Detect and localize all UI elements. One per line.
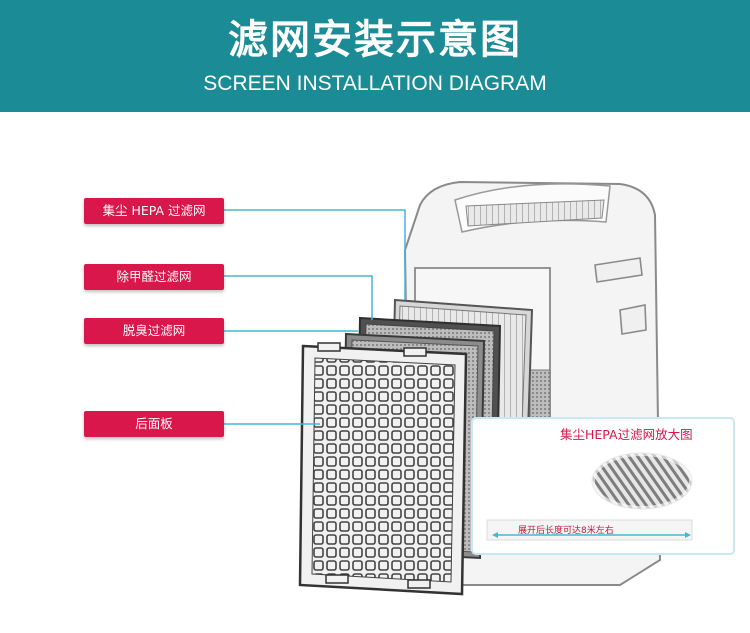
leader-lines <box>224 209 406 425</box>
label-formaldehyde-filter: 除甲醛过滤网 <box>84 264 224 290</box>
zoom-callout <box>471 417 735 555</box>
installation-diagram <box>224 180 735 596</box>
leader-line-hepa <box>224 209 406 300</box>
header-banner: 滤网安装示意图 SCREEN INSTALLATION DIAGRAM <box>0 0 750 112</box>
zoom-title: 集尘HEPA过滤网放大图 <box>560 427 693 442</box>
page-subtitle: SCREEN INSTALLATION DIAGRAM <box>203 72 547 95</box>
page-title: 滤网安装示意图 <box>228 17 522 63</box>
label-deodorizing-filter: 脱臭过滤网 <box>84 318 224 344</box>
leader-line-formaldehyde <box>224 275 373 320</box>
label-hepa-filter: 集尘 HEPA 过滤网 <box>84 198 224 224</box>
back-panel <box>298 342 468 596</box>
measure-note: 展开后长度可达8米左右 <box>518 526 614 536</box>
label-back-panel: 后面板 <box>84 411 224 437</box>
